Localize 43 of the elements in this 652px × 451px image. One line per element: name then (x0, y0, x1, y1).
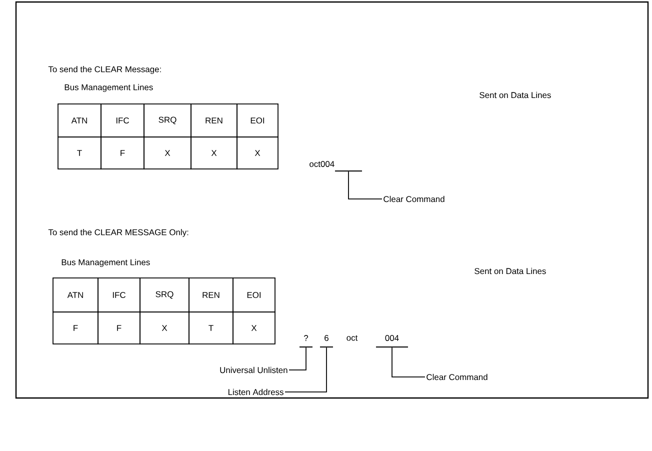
table-cell: REN (190, 104, 238, 138)
callout-text: Clear Command (426, 374, 488, 380)
code-text: 004 (385, 335, 399, 341)
leader-line (392, 347, 426, 378)
table-cell: F (52, 312, 98, 344)
callout-text: Clear Command (384, 196, 444, 202)
table-cell: T (188, 312, 234, 344)
table-cell: SRQ (140, 278, 190, 312)
code-text: oct (346, 335, 358, 341)
table-cell: IFC (98, 278, 140, 312)
table-cell: ATN (52, 278, 98, 312)
underline-bar (335, 170, 362, 172)
table-cell: SRQ (144, 104, 192, 138)
table-cell: X (140, 312, 190, 344)
table-cell: F (98, 312, 140, 344)
leader-line (348, 171, 382, 200)
code-text: oct004 (310, 161, 334, 167)
column-caption: Sent on Data Lines (474, 268, 546, 274)
table-cell: X (144, 136, 192, 170)
table-caption: Bus Management Lines (62, 259, 150, 267)
table-cell: REN (188, 278, 234, 312)
callout-text: Universal Unlisten (220, 366, 288, 374)
table-cell: EOI (232, 278, 276, 312)
underline-bar (300, 346, 312, 348)
table-cell: X (190, 136, 238, 170)
table-cell: T (58, 136, 102, 170)
column-caption: Sent on Data Lines (480, 92, 551, 98)
table-cell: X (232, 312, 276, 344)
leader-line (284, 347, 327, 392)
table-cell: ATN (58, 104, 102, 138)
table-cell: X (236, 136, 278, 170)
table-cell: IFC (100, 104, 144, 138)
underline-bar (320, 346, 333, 348)
heading: To send the CLEAR Message: (48, 66, 161, 74)
table-cell: EOI (236, 104, 278, 138)
leader-line (288, 347, 306, 370)
code-text: ? (304, 335, 308, 341)
table-cell: F (100, 136, 144, 170)
table-caption: Bus Management Lines (64, 84, 153, 92)
underline-bar (376, 346, 408, 348)
code-text: 6 (324, 335, 328, 341)
callout-text: Listen Address (228, 388, 284, 396)
heading: To send the CLEAR MESSAGE Only: (48, 229, 188, 237)
